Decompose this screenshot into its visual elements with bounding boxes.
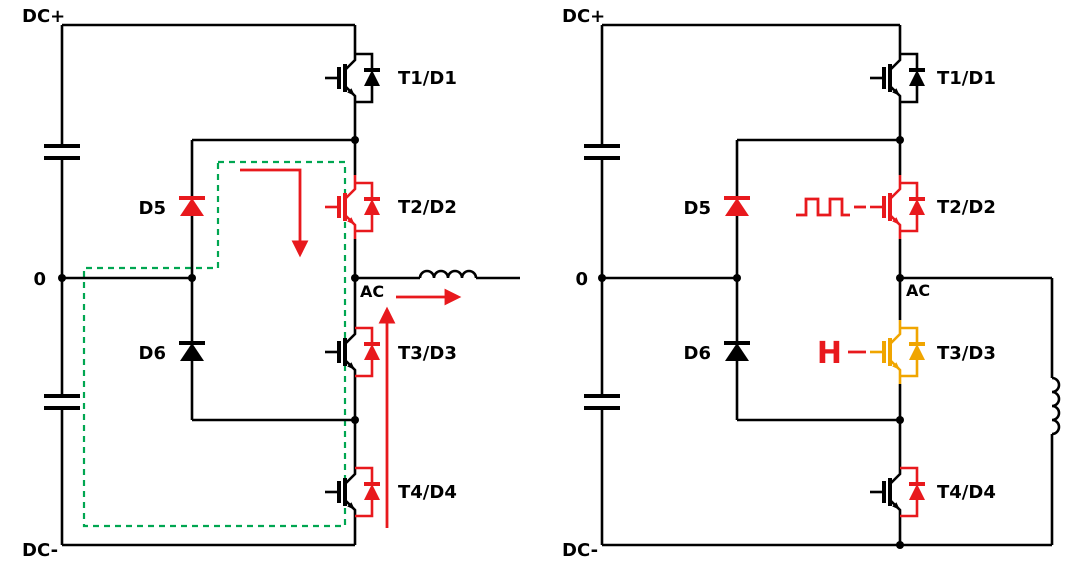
label-neutral: 0 xyxy=(575,269,588,290)
label-dc-minus: DC- xyxy=(562,540,598,561)
igbt-t2-icon xyxy=(323,173,357,241)
igbt-t1-icon xyxy=(323,44,357,112)
label-neutral: 0 xyxy=(33,269,46,290)
igbt-t1-icon xyxy=(868,44,902,112)
label-t2: T2/D2 xyxy=(937,197,996,218)
label-dc-minus: DC- xyxy=(22,540,58,561)
label-ac: AC xyxy=(360,282,384,301)
commutation-loop-path xyxy=(82,160,347,528)
label-gate-h: H xyxy=(817,336,842,371)
left-wires xyxy=(60,23,520,547)
diode-d6-icon xyxy=(722,341,752,363)
label-t3: T3/D3 xyxy=(937,343,996,364)
capacitor-bottom-icon xyxy=(44,394,80,410)
left-circuit: DC+ DC- 0 D5 D6 T1/D1 T2/D2 T3/D3 T4/D4 … xyxy=(22,6,520,561)
igbt-t3-icon xyxy=(868,318,902,386)
pwm-waveform-icon xyxy=(796,197,866,217)
capacitor-top-icon xyxy=(44,144,80,160)
label-t1: T1/D1 xyxy=(398,68,457,89)
capacitor-top-icon xyxy=(584,144,620,160)
label-t4: T4/D4 xyxy=(937,482,996,503)
diode-d4-icon xyxy=(353,466,382,518)
label-d6: D6 xyxy=(684,343,711,364)
label-d5: D5 xyxy=(684,198,711,219)
label-t2: T2/D2 xyxy=(398,197,457,218)
inductor-icon xyxy=(1050,376,1061,436)
diode-d1-icon xyxy=(353,52,382,104)
diode-d5-icon xyxy=(722,196,752,218)
igbt-t4-icon xyxy=(868,458,902,526)
label-t3: T3/D3 xyxy=(398,343,457,364)
igbt-t4-icon xyxy=(323,458,357,526)
capacitor-bottom-icon xyxy=(584,394,620,410)
label-dc-plus: DC+ xyxy=(562,6,605,27)
diode-d6-icon xyxy=(177,341,207,363)
label-t1: T1/D1 xyxy=(937,68,996,89)
igbt-t2-icon xyxy=(868,173,902,241)
label-d5: D5 xyxy=(139,198,166,219)
right-circuit: H DC+ DC- 0 D5 D6 T1/D1 T2/D2 T3/D3 T4/D… xyxy=(562,6,1061,561)
current-arrow-down-icon xyxy=(240,168,309,258)
diode-d3-icon xyxy=(353,326,382,378)
diode-d1-icon xyxy=(898,52,927,104)
diode-d3-icon xyxy=(898,326,927,378)
label-d6: D6 xyxy=(139,343,166,364)
right-wires xyxy=(600,23,1054,547)
junction-dots xyxy=(598,136,904,549)
label-dc-plus: DC+ xyxy=(22,6,65,27)
diode-d5-icon xyxy=(177,196,207,218)
label-t4: T4/D4 xyxy=(398,482,457,503)
current-arrows xyxy=(240,168,462,528)
junction-dots xyxy=(58,136,359,424)
diode-d4-icon xyxy=(898,466,927,518)
gate-high-annotation: H xyxy=(817,336,866,371)
inductor-icon xyxy=(418,269,478,280)
diode-d2-icon xyxy=(898,181,927,233)
diode-d2-icon xyxy=(353,181,382,233)
label-ac: AC xyxy=(906,281,930,300)
igbt-t3-icon xyxy=(323,318,357,386)
